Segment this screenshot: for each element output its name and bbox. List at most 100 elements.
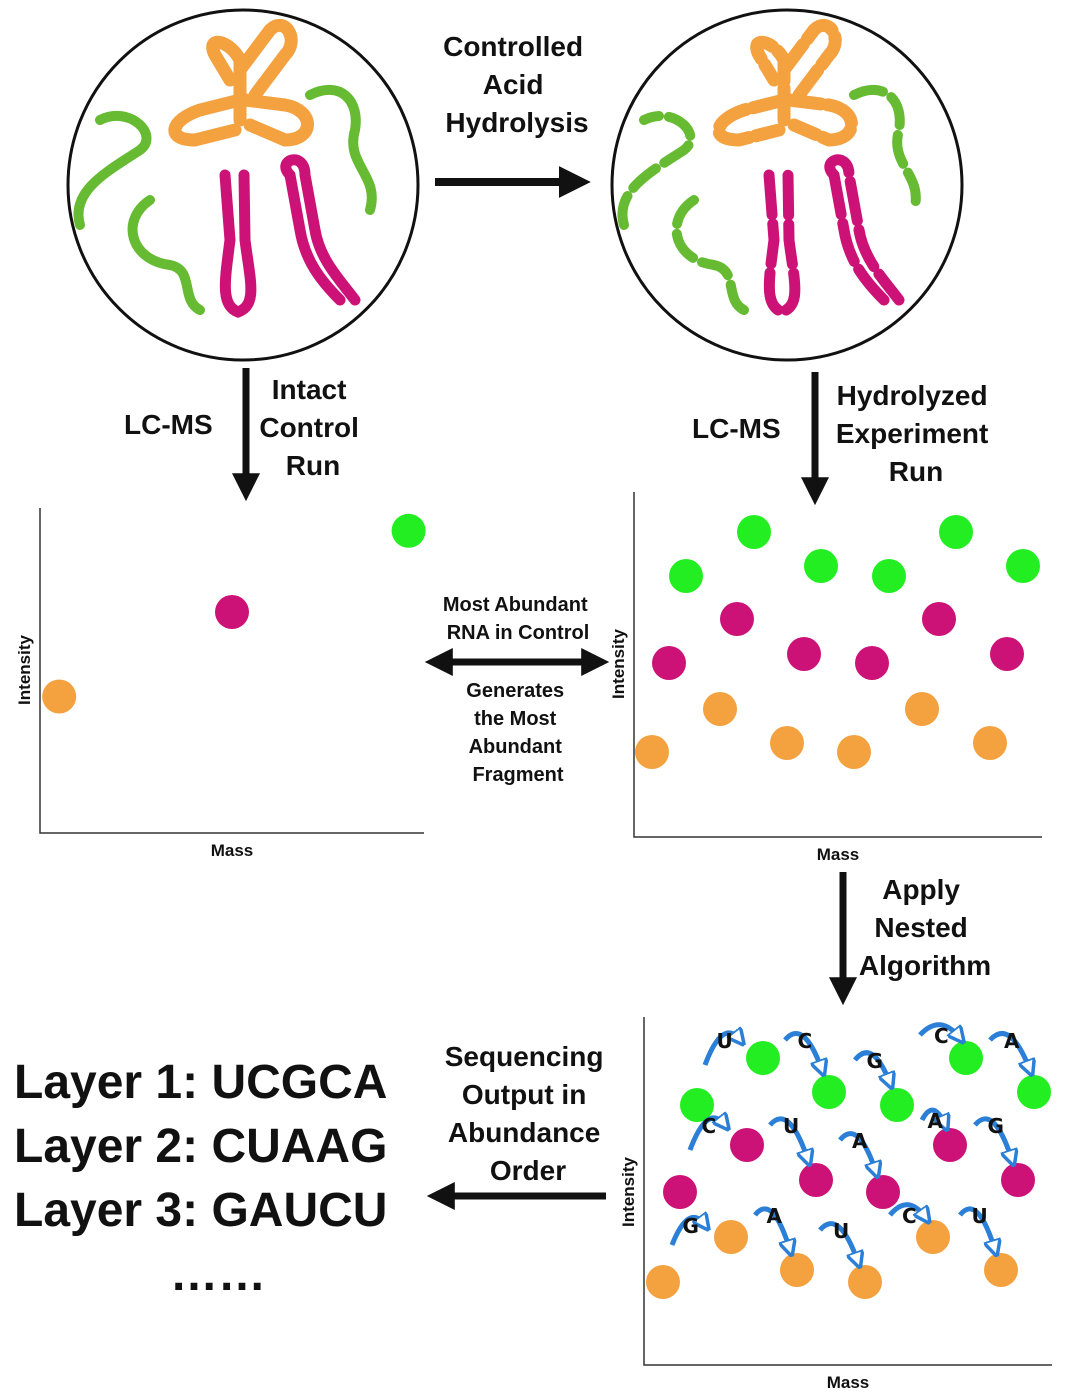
cleavage-arrow [888,1202,926,1218]
green-sequence-point [746,1041,780,1075]
magenta-point [215,595,249,629]
orange-fragment-point [905,692,939,726]
cleavage-arrow [687,1118,725,1151]
orange-fragment-point [635,735,669,769]
experiment-run-label: Hydrolyzed Experiment Run [836,380,996,487]
cleavage-arrow [818,1221,858,1262]
orange-fragment-point [703,692,737,726]
green-sequence-point [880,1088,914,1122]
hydrolyzed-plot-ylabel: Intensity [609,629,628,699]
control-run-label: Intact Control Run [259,374,366,481]
cleavage-arrow [702,1033,740,1066]
hydrolyzed-sample-circle [610,8,964,362]
nucleotide-label: A [928,1109,944,1133]
hydrolyzed-plot-xlabel: Mass [817,845,860,864]
orange-sequence-point [984,1253,1018,1287]
cleavage-arrow [783,1031,822,1070]
hydrolyzed-plot: Mass Intensity [609,492,1042,864]
nucleotide-label: U [972,1204,988,1228]
magenta-fragment-point [720,602,754,636]
control-plot-ylabel: Intensity [15,635,34,705]
green-fragment-point [1006,549,1040,583]
output-label: Sequencing Output in Abundance Order [445,1041,611,1186]
cleavage-arrow [958,1206,995,1250]
cleavage-arrow [768,1116,808,1160]
magenta-sequence-point [1001,1163,1035,1197]
green-fragment-point [939,515,973,549]
sequenced-plot-axes [643,1017,1052,1366]
orange-fragment-point [770,726,804,760]
sequenced-plot-xlabel: Mass [827,1373,870,1392]
cleavage-arrow [853,1050,890,1083]
orange-sequence-point [848,1265,882,1299]
magenta-sequence-point [933,1128,967,1162]
layer-1-text: Layer 1: UCGCA [14,1056,387,1109]
green-point [391,513,426,548]
nucleotide-label: C [934,1024,949,1048]
orange-point [42,679,77,714]
layer-3-text: Layer 3: GAUCU [14,1184,387,1237]
intact-strands-green [73,85,377,315]
magenta-fragment-point [990,637,1024,671]
comparison-top-caption: Most Abundant RNA in Control [443,594,593,644]
hydrolysis-label: Controlled Acid Hydrolysis [443,31,591,138]
nucleotide-label: G [867,1049,883,1073]
magenta-fragment-point [787,637,821,671]
cleavage-arrow [918,1022,960,1038]
nucleotide-label: G [988,1114,1004,1138]
hydrolyzed-strands-green [617,85,921,315]
layer-ellipsis: …… [170,1248,266,1301]
green-sequence-point [1017,1075,1051,1109]
nucleotide-label: C [902,1204,917,1228]
magenta-sequence-point [730,1128,764,1162]
green-fragment-point [872,559,906,593]
control-plot-axes [39,508,424,834]
green-fragment-point [669,559,703,593]
intact-trna-orange [168,19,314,147]
cleavage-arrow [753,1206,790,1250]
control-method-label: LC-MS [124,409,213,440]
nucleotide-label: G [683,1214,699,1238]
sequencing-layers: Layer 1: UCGCA Layer 2: CUAAG Layer 3: G… [14,1056,387,1301]
intact-sample-circle [66,8,420,362]
nucleotide-label: A [852,1129,868,1153]
comparison-bottom-caption: Generates the Most Abundant Fragment [466,680,569,786]
hydrolyzed-hairpin-magenta [763,154,905,318]
magenta-fragment-point [922,602,956,636]
green-sequence-point [680,1088,714,1122]
orange-sequence-point [916,1220,950,1254]
experiment-method-label: LC-MS [692,413,781,444]
green-fragment-point [804,549,838,583]
magenta-sequence-point [663,1175,697,1209]
control-plot-xlabel: Mass [211,841,254,860]
green-sequence-point [949,1041,983,1075]
magenta-fragment-point [855,646,889,680]
cleavage-arrow [919,1107,945,1125]
orange-sequence-point [780,1253,814,1287]
nucleotide-label: U [833,1219,849,1243]
nucleotide-label: A [767,1204,783,1228]
hydrolyzed-plot-axes [633,492,1042,838]
orange-sequence-point [714,1220,748,1254]
orange-fragment-point [837,735,871,769]
green-sequence-point [812,1075,846,1109]
magenta-sequence-point [799,1163,833,1197]
nucleotide-label: U [783,1114,799,1138]
intact-hairpin-magenta [219,154,361,318]
nucleotide-label: A [1004,1029,1020,1053]
orange-fragment-point [973,726,1007,760]
nucleotide-label: C [798,1029,813,1053]
hydrolyzed-trna-orange [712,19,858,147]
control-plot-points [42,513,426,714]
cleavage-arrow [973,1116,1012,1160]
green-fragment-point [737,515,771,549]
nucleotide-label: U [717,1029,733,1053]
hydrolyzed-plot-points [635,515,1040,769]
layer-2-text: Layer 2: CUAAG [14,1120,387,1173]
cleavage-arrow [988,1031,1030,1070]
magenta-sequence-point [866,1175,900,1209]
cleavage-arrow [669,1217,705,1246]
